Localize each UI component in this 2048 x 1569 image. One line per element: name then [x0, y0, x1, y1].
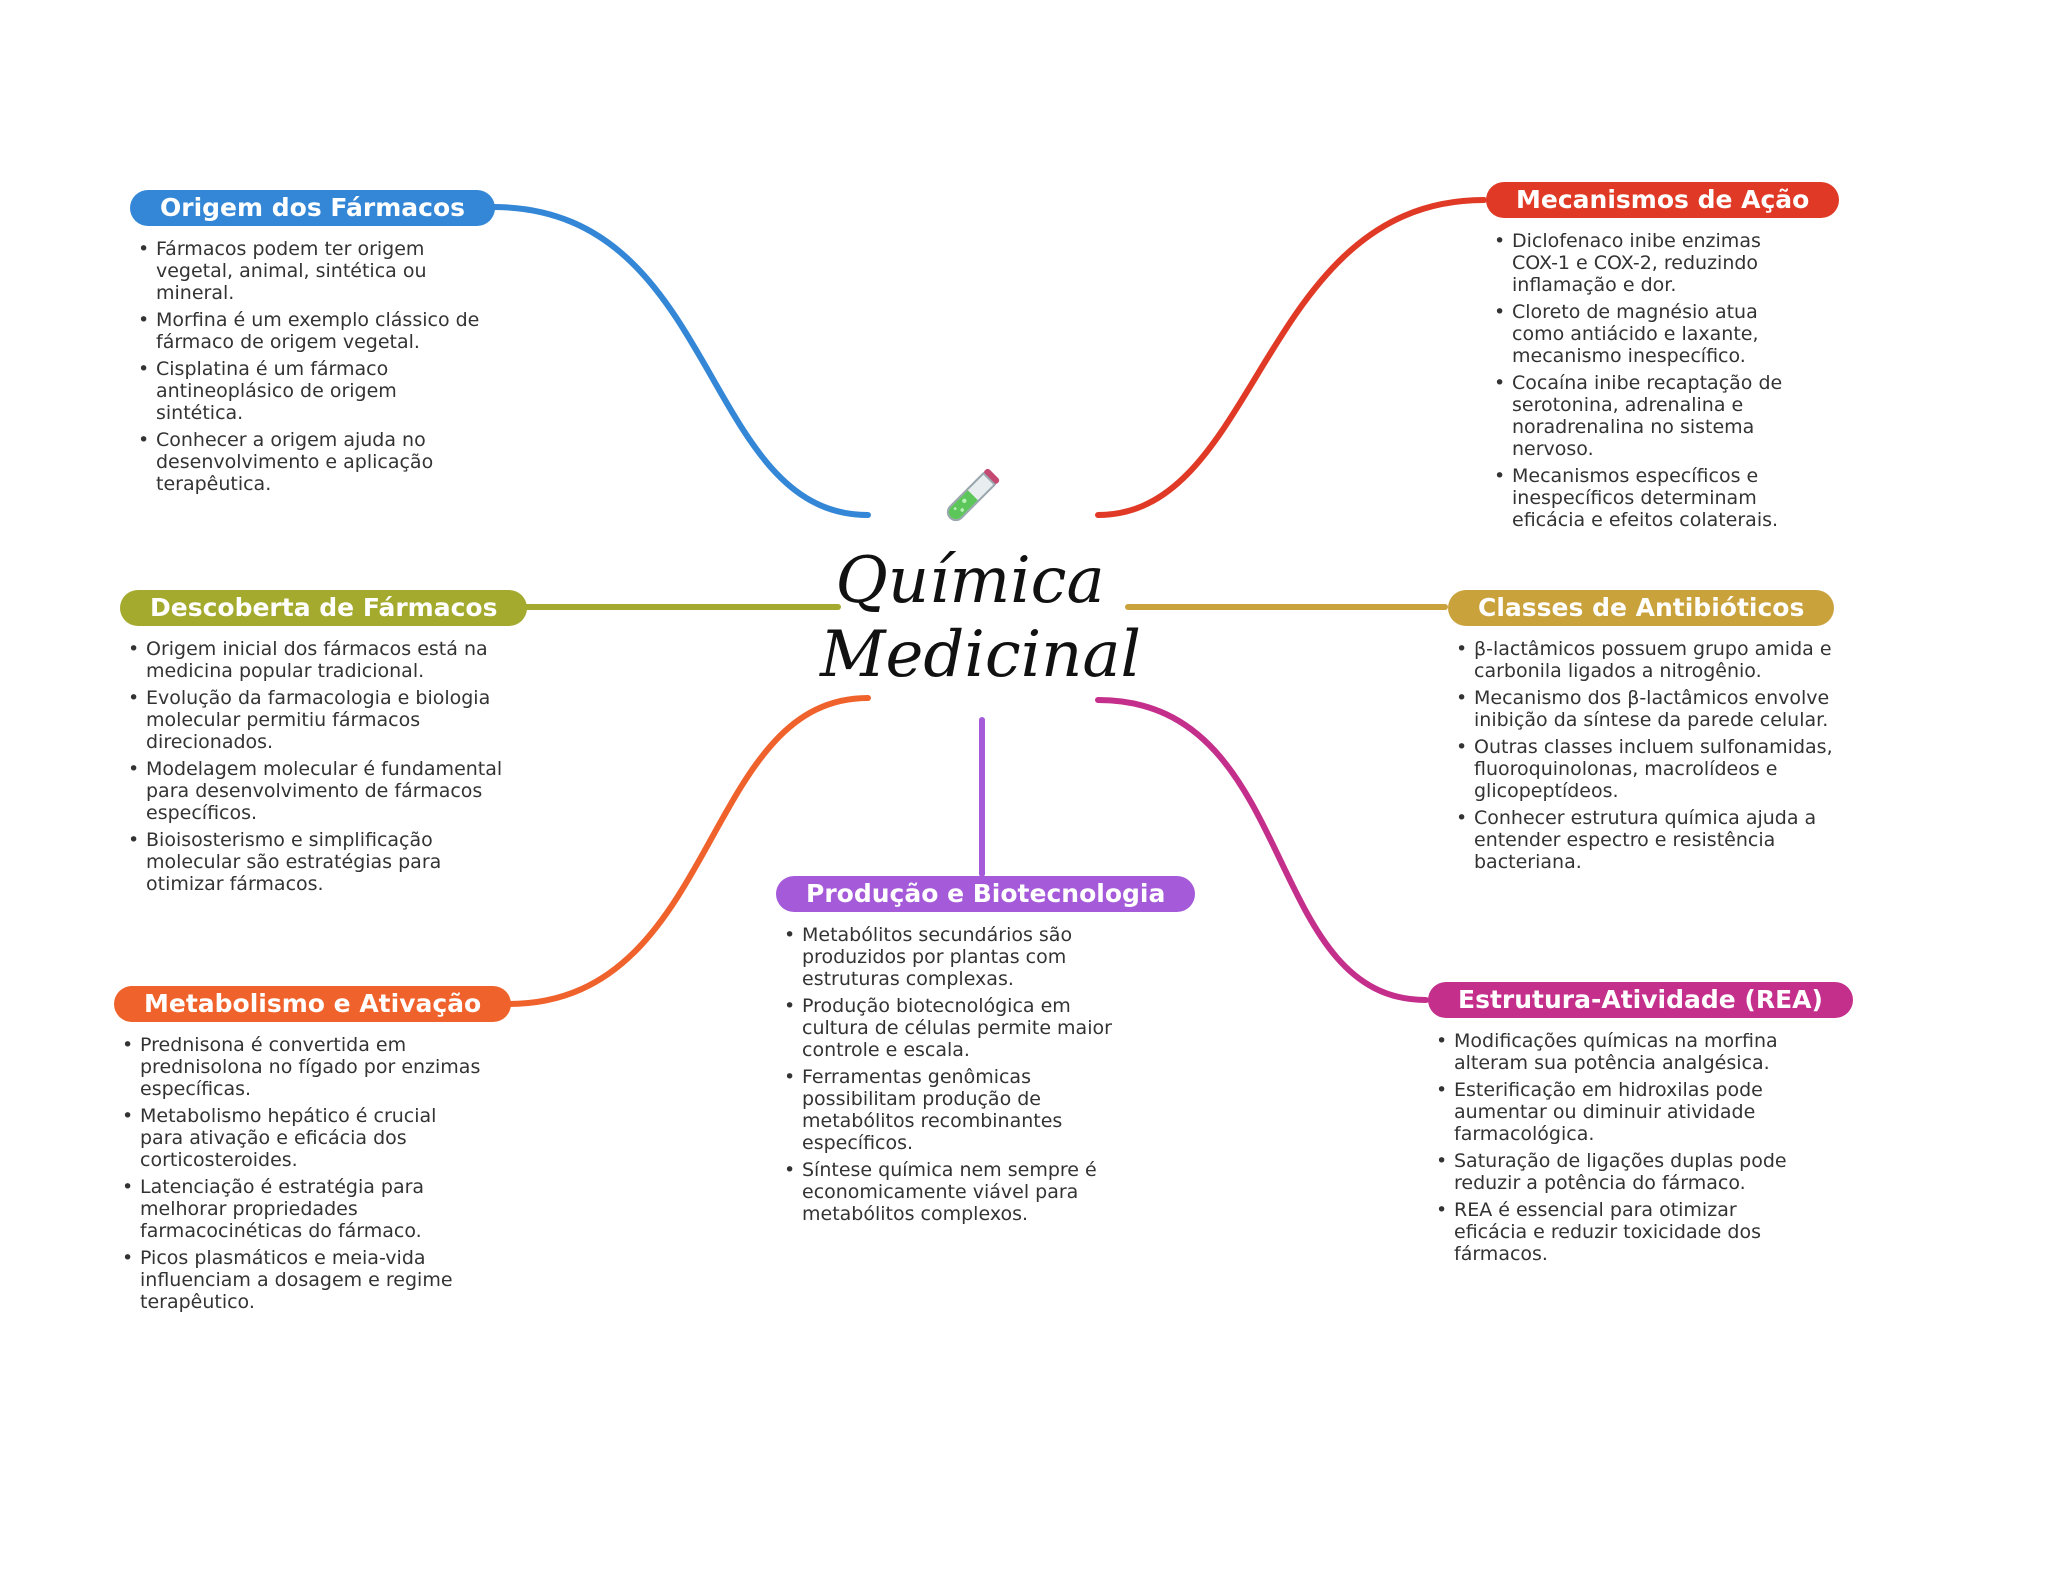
branch-list-producao: Metabólitos secundários são produzidos p… [776, 924, 1126, 1225]
list-item: Picos plasmáticos e meia-vida influencia… [114, 1247, 484, 1313]
list-item: Cloreto de magnésio atua como antiácido … [1486, 301, 1786, 367]
connector-origem [490, 204, 871, 518]
branch-descoberta: Descoberta de Fármacos Origem inicial do… [120, 590, 528, 900]
branch-title-descoberta[interactable]: Descoberta de Fármacos [120, 590, 528, 626]
central-title-line-1: Química [835, 544, 1105, 618]
branch-title-mecanismos[interactable]: Mecanismos de Ação [1486, 182, 1840, 218]
list-item: Fármacos podem ter origem vegetal, anima… [130, 238, 490, 304]
list-item: Ferramentas genômicas possibilitam produ… [776, 1066, 1126, 1154]
branch-metabolismo: Metabolismo e Ativação Prednisona é conv… [114, 986, 512, 1318]
branch-list-estrutura: Modificações químicas na morfina alteram… [1428, 1030, 1808, 1265]
list-item: β-lactâmicos possuem grupo amida e carbo… [1448, 638, 1838, 682]
list-item: Bioisosterismo e simplificação molecular… [120, 829, 520, 895]
list-item: Modificações químicas na morfina alteram… [1428, 1030, 1808, 1074]
branch-classes: Classes de Antibióticos β-lactâmicos pos… [1448, 590, 1848, 878]
list-item: Síntese química nem sempre é economicame… [776, 1159, 1126, 1225]
connector-estrutura [1095, 697, 1429, 1003]
list-item: Evolução da farmacologia e biologia mole… [120, 687, 520, 753]
branch-title-classes[interactable]: Classes de Antibióticos [1448, 590, 1835, 626]
list-item: Cocaína inibe recaptação de serotonina, … [1486, 372, 1786, 460]
branch-list-origem: Fármacos podem ter origem vegetal, anima… [130, 238, 490, 495]
list-item: Metabolismo hepático é crucial para ativ… [114, 1105, 484, 1171]
list-item: Conhecer a origem ajuda no desenvolvimen… [130, 429, 490, 495]
list-item: Esterificação em hidroxilas pode aumenta… [1428, 1079, 1808, 1145]
branch-list-metabolismo: Prednisona é convertida em prednisolona … [114, 1034, 484, 1313]
branch-estrutura: Estrutura-Atividade (REA) Modificações q… [1428, 982, 1868, 1270]
list-item: Cisplatina é um fármaco antineoplásico d… [130, 358, 490, 424]
branch-list-mecanismos: Diclofenaco inibe enzimas COX-1 e COX-2,… [1486, 230, 1786, 531]
list-item: Saturação de ligações duplas pode reduzi… [1428, 1150, 1808, 1194]
list-item: Morfina é um exemplo clássico de fármaco… [130, 309, 490, 353]
list-item: Mecanismos específicos e inespecíficos d… [1486, 465, 1786, 531]
connector-metabolismo [505, 695, 871, 1007]
branch-list-classes: β-lactâmicos possuem grupo amida e carbo… [1448, 638, 1838, 873]
list-item: Metabólitos secundários são produzidos p… [776, 924, 1126, 990]
test-tube-icon [946, 468, 1000, 522]
branch-list-descoberta: Origem inicial dos fármacos está na medi… [120, 638, 520, 895]
list-item: Outras classes incluem sulfonamidas, flu… [1448, 736, 1838, 802]
branch-title-metabolismo[interactable]: Metabolismo e Ativação [114, 986, 512, 1022]
branch-mecanismos: Mecanismos de Ação Diclofenaco inibe enz… [1486, 182, 1840, 536]
list-item: Origem inicial dos fármacos está na medi… [120, 638, 520, 682]
list-item: Prednisona é convertida em prednisolona … [114, 1034, 484, 1100]
list-item: Modelagem molecular é fundamental para d… [120, 758, 520, 824]
branch-title-estrutura[interactable]: Estrutura-Atividade (REA) [1428, 982, 1853, 1018]
branch-title-origem[interactable]: Origem dos Fármacos [130, 190, 496, 226]
list-item: Mecanismo dos β-lactâmicos envolve inibi… [1448, 687, 1838, 731]
list-item: Diclofenaco inibe enzimas COX-1 e COX-2,… [1486, 230, 1786, 296]
central-title: Química Medicinal [820, 544, 1141, 692]
list-item: Latenciação é estratégia para melhorar p… [114, 1176, 484, 1242]
branch-producao: Produção e Biotecnologia Metabólitos sec… [776, 876, 1196, 1230]
branch-origem: Origem dos Fármacos Fármacos podem ter o… [130, 190, 496, 500]
central-title-line-2: Medicinal [820, 618, 1141, 692]
list-item: Produção biotecnológica em cultura de cé… [776, 995, 1126, 1061]
list-item: Conhecer estrutura química ajuda a enten… [1448, 807, 1838, 873]
branch-title-producao[interactable]: Produção e Biotecnologia [776, 876, 1196, 912]
list-item: REA é essencial para otimizar eficácia e… [1428, 1199, 1808, 1265]
central-topic: Química Medicinal [820, 458, 1141, 692]
connector-mecanismos [1095, 197, 1487, 518]
